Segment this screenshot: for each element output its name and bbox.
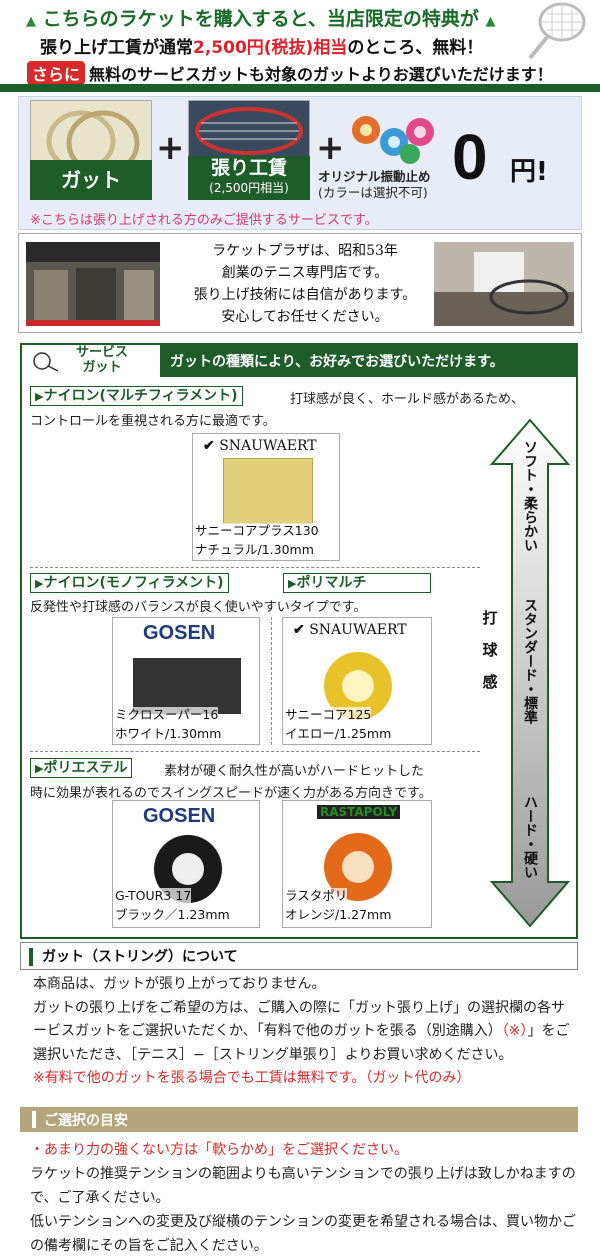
service-gut-message: ガットの種類により、お好みでお選びいただけます。: [170, 354, 504, 370]
scale-top-label: ソフト・柔らかい: [522, 440, 538, 552]
shop-front-image: [26, 242, 160, 326]
category-nylon-multi: ▶ナイロン(マルチフィラメント): [30, 386, 243, 406]
category-polyester: ▶ポリエステル: [30, 758, 133, 778]
brand-logo: GOSEN: [143, 805, 216, 827]
product-gtour3[interactable]: GOSEN G-TOUR3 17 ブラック／1.23mm: [112, 800, 260, 928]
category-desc: 打球感が良く、ホールド感があるため、: [290, 392, 525, 407]
gut-coil-icon: [33, 352, 58, 372]
triangle-icon: ▲: [485, 14, 496, 29]
scale-title: 打球感: [482, 609, 498, 691]
product-package-image: [223, 458, 313, 524]
category-desc: コントロールを重視される方に最適です。: [30, 414, 276, 429]
divider: [30, 567, 480, 568]
plus-sign: +: [316, 128, 345, 168]
product-coil-image: [324, 833, 392, 901]
stringing-machine-image: [434, 242, 574, 326]
header-line3: さらに無料のサービスガットも対象のガットよりお選びいただけます！: [27, 61, 553, 85]
category-desc: 反発性や打球感のバランスが良く使いやすいタイプです。: [30, 600, 367, 615]
product-sunnycore-plus[interactable]: ✔ SNAUWAERT サニーコアプラス130 ナチュラル/1.30mm: [192, 433, 340, 561]
scale-mid-label: スタンダード・標準: [522, 598, 538, 724]
price-zero: 0: [452, 121, 488, 193]
plus-sign: +: [156, 128, 185, 168]
damper-label: オリジナル振動止め: [318, 169, 431, 184]
triangle-icon: ▶: [35, 390, 44, 403]
gut-label: ガット: [30, 160, 152, 200]
brand-logo: GOSEN: [143, 622, 216, 644]
guide-body: ・あまり力の強くない方は「軟らかめ」をご選択ください。 ラケットの推奨テンション…: [30, 1142, 576, 1254]
product-rastapoly[interactable]: RASTAPOLY ラスタポリ オレンジ/1.27mm: [282, 800, 432, 928]
scale-bottom-label: ハード・硬い: [522, 795, 538, 879]
gut-about-title: ガット（ストリング）について: [42, 949, 238, 965]
divider: [271, 617, 272, 745]
header-line1: ▲ こちらのラケットを購入すると、当店限定の特典が ▲: [26, 8, 496, 30]
brand-logo: RASTAPOLY: [317, 805, 401, 819]
category-desc: 素材が硬く耐久性が高いがハードヒットした: [164, 764, 425, 779]
category-desc: 時に効果が表れるのでスイングスピードが速く力がある方向きです。: [30, 786, 432, 801]
product-microsuper[interactable]: GOSEN ミクロスーパー16 ホワイト/1.30mm: [112, 617, 260, 745]
product-package-image: [133, 658, 241, 714]
feel-scale-arrow: [490, 418, 570, 928]
guide-title: ご選択の目安: [44, 1113, 128, 1129]
product-coil-image: [154, 835, 222, 903]
damper-image: [352, 116, 434, 164]
triangle-icon: ▶: [288, 577, 297, 590]
product-coil-image: [324, 652, 392, 720]
header-divider: [0, 84, 600, 92]
header-line2: 張り上げ工賃が通常2,500円(税抜)相当のところ、無料！: [40, 38, 484, 58]
product-sunnycore125[interactable]: ✔ SNAUWAERT サニーコア125 イエロー/1.25mm: [282, 617, 432, 745]
triangle-icon: ▲: [26, 14, 36, 29]
campaign-header: ▲ こちらのラケットを購入すると、当店限定の特典が ▲ 張り上げ工賃が通常2,5…: [0, 0, 600, 92]
divider: [30, 751, 480, 752]
badge-sarani: さらに: [27, 61, 86, 85]
service-gut-label: サービスガット: [76, 345, 129, 375]
racket-icon: [528, 2, 586, 60]
brand-logo: ✔ SNAUWAERT: [203, 438, 317, 454]
service-gut-tab: [22, 345, 162, 377]
shop-message: ラケットプラザは、昭和53年 創業のテニス専門店です。 張り上げ技術には自信があ…: [193, 243, 417, 325]
price-yen: 円!: [510, 157, 548, 187]
damper-sub: (カラーは選択不可): [318, 185, 428, 200]
triangle-icon: ▶: [35, 577, 44, 590]
promo-note: ※こちらは張り上げされる方のみご提供するサービスです。: [30, 213, 378, 228]
stringing-label: 張り工賃 (2,500円相当): [188, 156, 310, 200]
guide-header: [20, 1107, 578, 1132]
gut-about-body: 本商品は、ガットが張り上がっておりません。 ガットの張り上げをご希望の方は、ご購…: [33, 976, 570, 1086]
gut-about-header: [20, 942, 578, 970]
category-nylon-mono: ▶ナイロン(モノフィラメント): [30, 573, 229, 593]
brand-logo: ✔ SNAUWAERT: [293, 622, 407, 638]
category-polymulti: ▶ポリマルチ: [283, 573, 431, 593]
triangle-icon: ▶: [35, 762, 44, 775]
